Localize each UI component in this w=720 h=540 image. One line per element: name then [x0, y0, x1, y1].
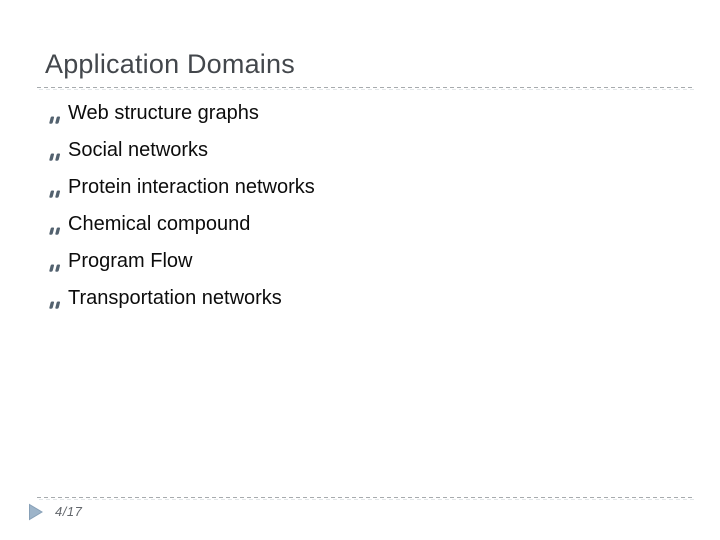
footer-divider	[37, 497, 697, 501]
double-quote-bullet-icon	[47, 292, 61, 320]
double-quote-bullet-icon	[47, 181, 61, 209]
list-item-label: Protein interaction networks	[68, 176, 315, 198]
bullet-list: Web structure graphs Social networks Pro…	[47, 99, 315, 321]
double-quote-bullet-icon	[47, 144, 61, 172]
slide-title: Application Domains	[45, 49, 295, 79]
list-item: Chemical compound	[47, 210, 315, 247]
double-quote-bullet-icon	[47, 218, 61, 246]
title-divider	[37, 87, 697, 91]
list-item-label: Program Flow	[68, 250, 193, 272]
list-item: Protein interaction networks	[47, 173, 315, 210]
right-triangle-icon	[28, 503, 44, 526]
list-item-label: Chemical compound	[68, 213, 251, 235]
double-quote-bullet-icon	[47, 255, 61, 283]
list-item: Transportation networks	[47, 284, 315, 321]
double-quote-bullet-icon	[47, 107, 61, 135]
list-item-label: Social networks	[68, 139, 209, 161]
list-item: Social networks	[47, 136, 315, 173]
list-item-label: Web structure graphs	[68, 102, 259, 124]
list-item-label: Transportation networks	[68, 287, 282, 309]
list-item: Web structure graphs	[47, 99, 315, 136]
page-number: 4/17	[55, 504, 83, 519]
list-item: Program Flow	[47, 247, 315, 284]
